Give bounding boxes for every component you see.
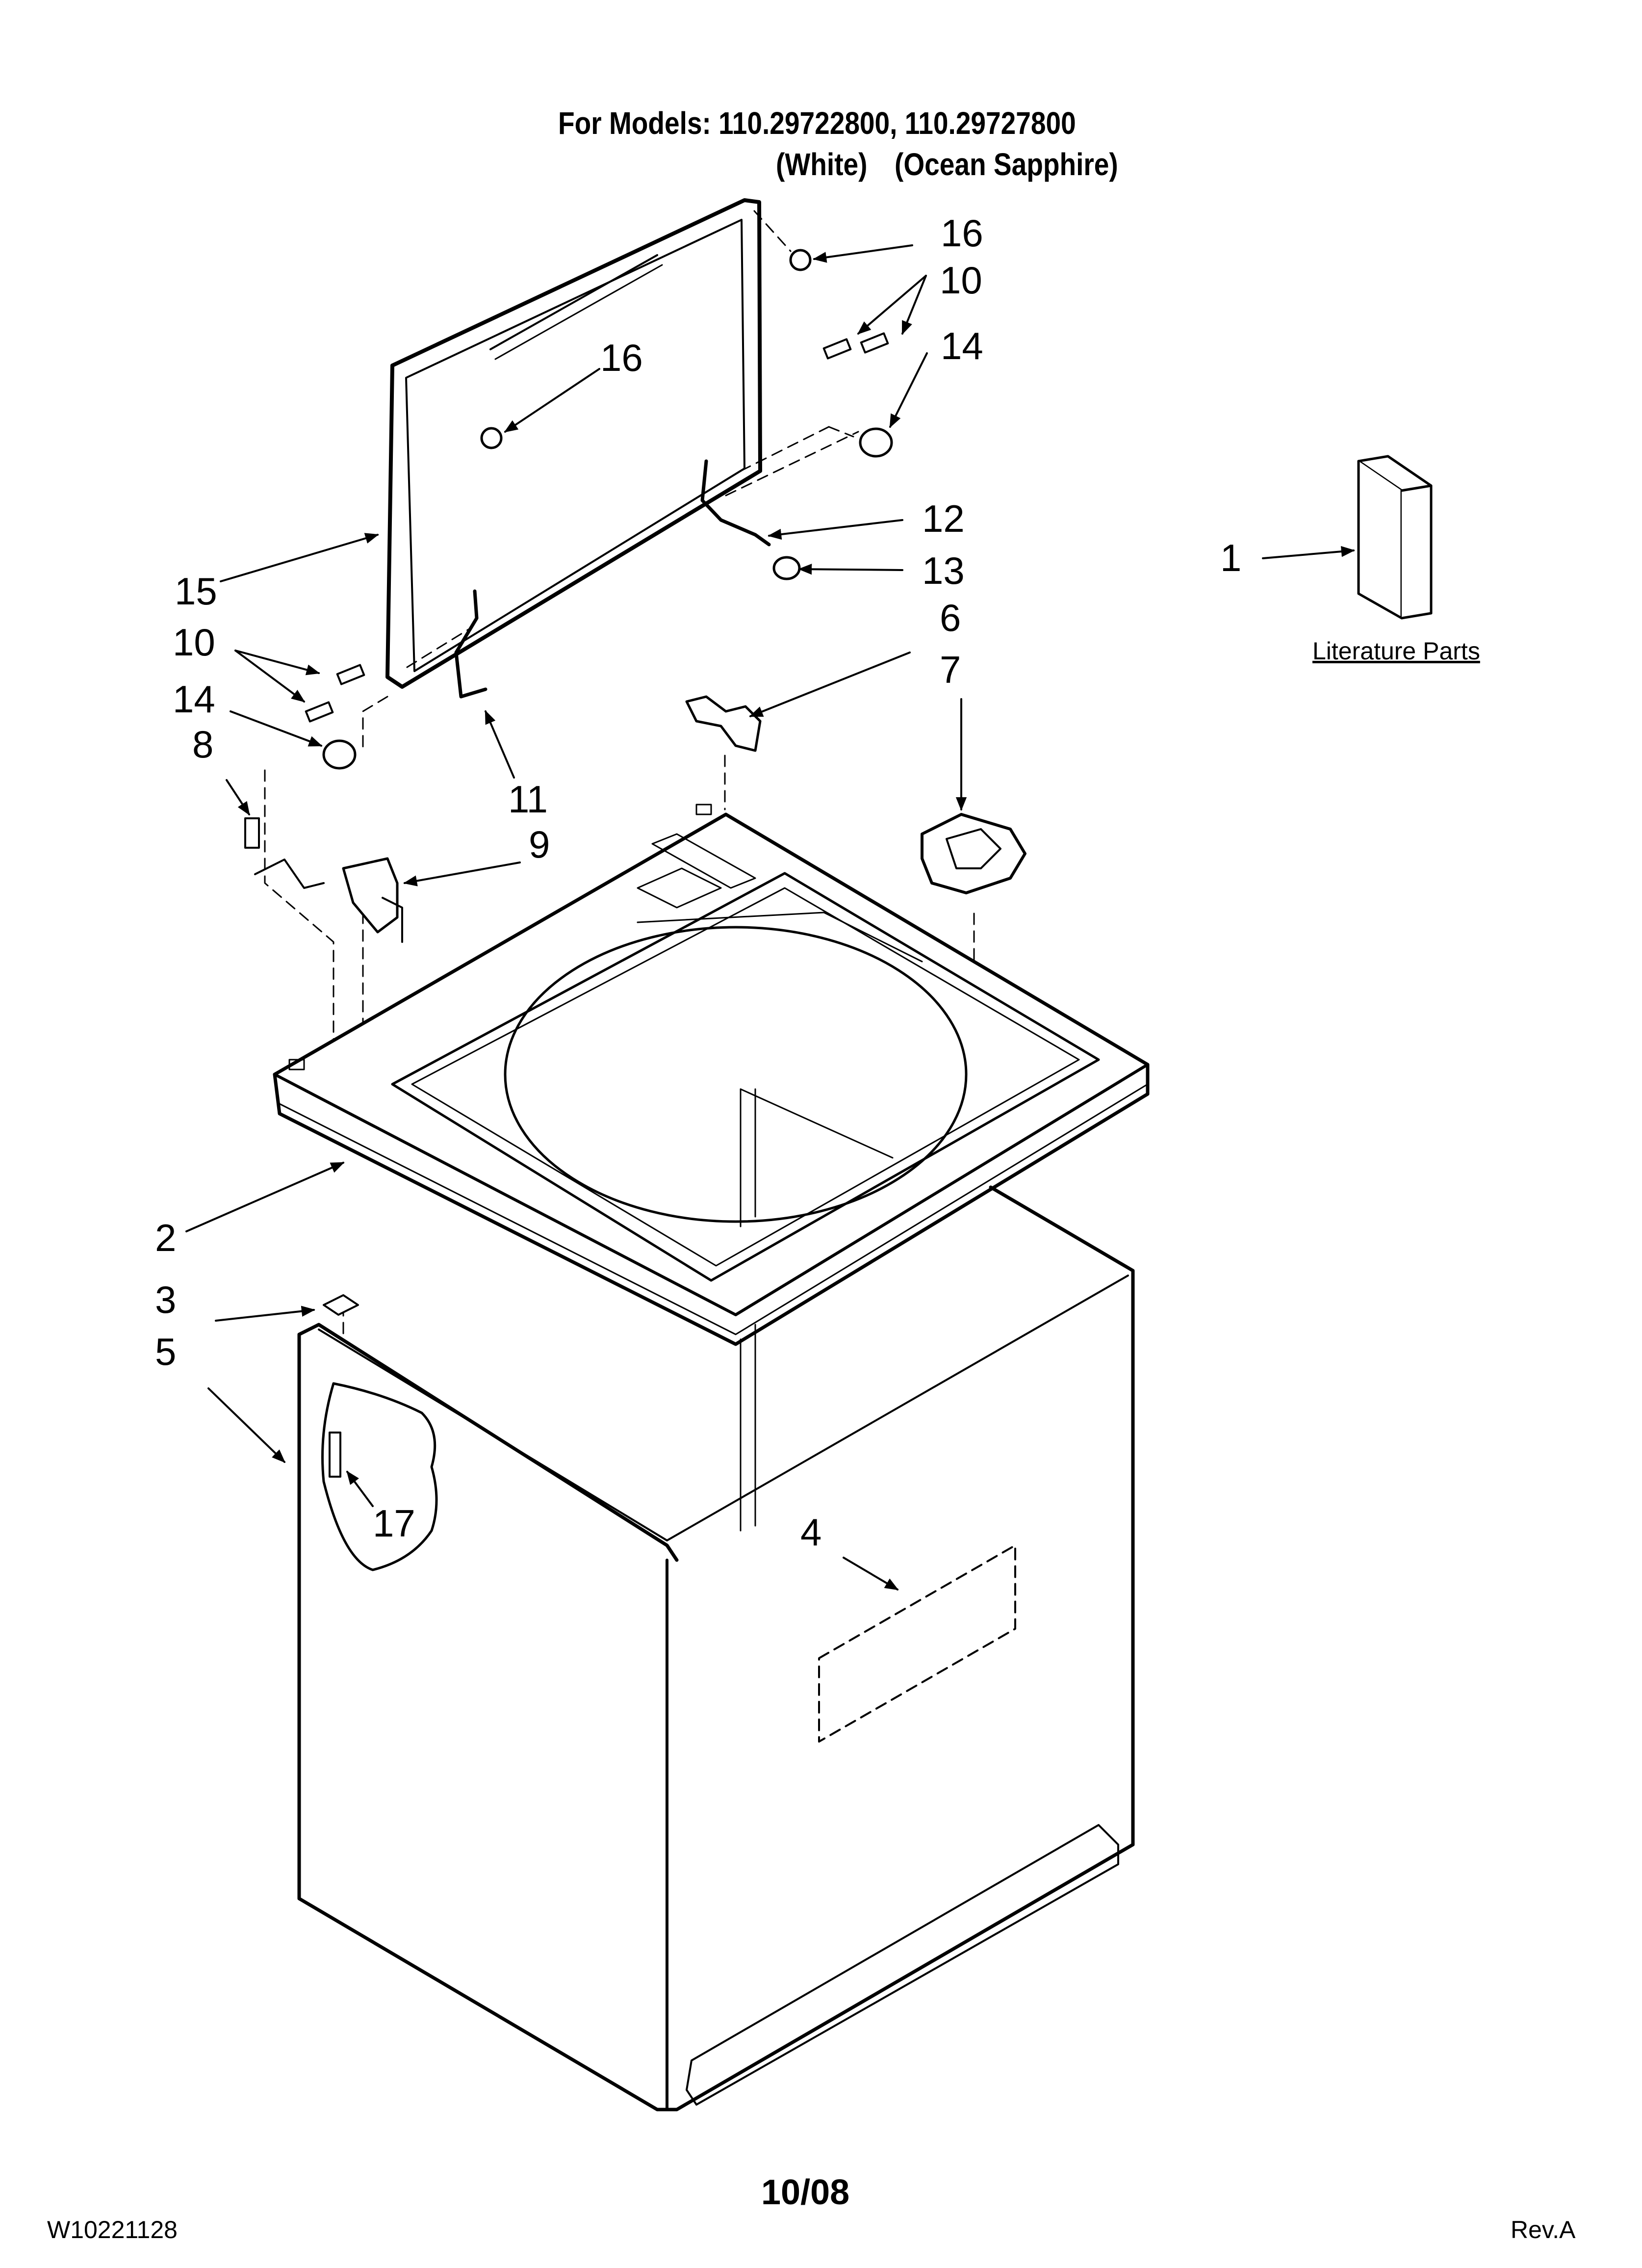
leader-17 bbox=[346, 1470, 374, 1507]
grommet-left bbox=[322, 739, 357, 770]
models-heading: For Models: 110.29722800, 110.29727800 bbox=[558, 105, 1076, 141]
leader-10c bbox=[234, 650, 320, 676]
callout-16-left: 16 bbox=[600, 336, 643, 379]
callout-14-left: 14 bbox=[173, 678, 215, 721]
bumper-part bbox=[772, 556, 801, 580]
callout-5: 5 bbox=[155, 1330, 177, 1373]
callout-11: 11 bbox=[508, 778, 548, 821]
leader-10d bbox=[234, 650, 306, 703]
leader-16b bbox=[504, 368, 600, 433]
lid-hinge-right bbox=[700, 459, 771, 547]
leader-4 bbox=[843, 1557, 899, 1590]
callout-16-right: 16 bbox=[941, 211, 983, 255]
leader-12 bbox=[768, 519, 903, 540]
leader-5 bbox=[207, 1387, 286, 1463]
callout-10-left: 10 bbox=[173, 621, 215, 664]
callout-13: 13 bbox=[922, 549, 965, 592]
leader-2 bbox=[185, 1162, 345, 1232]
callout-1: 1 bbox=[1220, 536, 1242, 579]
color-white-label: (White) bbox=[776, 147, 868, 182]
revision-label: Rev.A bbox=[1511, 2216, 1576, 2243]
callout-3: 3 bbox=[155, 1278, 177, 1321]
cabinet-screw bbox=[329, 1432, 341, 1478]
lid-hinge-left bbox=[454, 589, 487, 699]
top-cover-part bbox=[273, 804, 1150, 1346]
leader-3 bbox=[215, 1305, 315, 1322]
lid-strike-part bbox=[685, 695, 762, 752]
leader-11 bbox=[485, 710, 515, 779]
callout-8: 8 bbox=[192, 723, 214, 766]
cutaway-view bbox=[321, 1382, 438, 1571]
lid-bumper-mid bbox=[480, 427, 503, 449]
screw-right-a bbox=[822, 338, 852, 360]
callout-15: 15 bbox=[175, 570, 217, 613]
bleach-dispenser-part bbox=[921, 813, 1026, 894]
lid-part bbox=[385, 198, 762, 689]
leader-8 bbox=[226, 779, 250, 816]
cabinet-clip-part bbox=[323, 1294, 359, 1316]
screw-right-b bbox=[860, 332, 889, 354]
lid-bumper-top bbox=[789, 249, 812, 271]
leader-10a bbox=[857, 275, 927, 335]
leader-6 bbox=[749, 652, 911, 717]
callout-6: 6 bbox=[940, 596, 961, 639]
callout-12: 12 bbox=[922, 497, 965, 540]
callout-2: 2 bbox=[155, 1216, 177, 1259]
callout-4: 4 bbox=[800, 1511, 822, 1554]
callout-17: 17 bbox=[373, 1502, 415, 1545]
leader-14b bbox=[230, 710, 323, 747]
callout-10-right: 10 bbox=[940, 259, 982, 302]
callout-9: 9 bbox=[529, 823, 550, 866]
leader-9 bbox=[403, 861, 521, 886]
literature-parts-icon bbox=[1357, 455, 1433, 620]
leader-13 bbox=[798, 564, 903, 575]
screw-left-b bbox=[305, 701, 334, 723]
screw-left-a bbox=[336, 664, 365, 685]
doc-number: W10221128 bbox=[47, 2216, 178, 2243]
cabinet-part bbox=[297, 1185, 1135, 2112]
lid-switch-assembly bbox=[244, 817, 403, 943]
leader-16a bbox=[813, 244, 913, 263]
callout-7: 7 bbox=[940, 648, 961, 691]
grommet-right bbox=[859, 427, 893, 458]
color-ocean-sapphire-label: (Ocean Sapphire) bbox=[895, 147, 1118, 182]
label-outline bbox=[818, 1544, 1016, 1743]
revision-date: 10/08 bbox=[761, 2173, 850, 2212]
callout-14-right: 14 bbox=[941, 324, 983, 367]
leader-14a bbox=[889, 352, 928, 428]
leader-1 bbox=[1262, 546, 1355, 559]
literature-parts-label: Literature Parts bbox=[1312, 637, 1480, 665]
leader-15 bbox=[220, 533, 379, 582]
leader-10b bbox=[901, 275, 927, 335]
